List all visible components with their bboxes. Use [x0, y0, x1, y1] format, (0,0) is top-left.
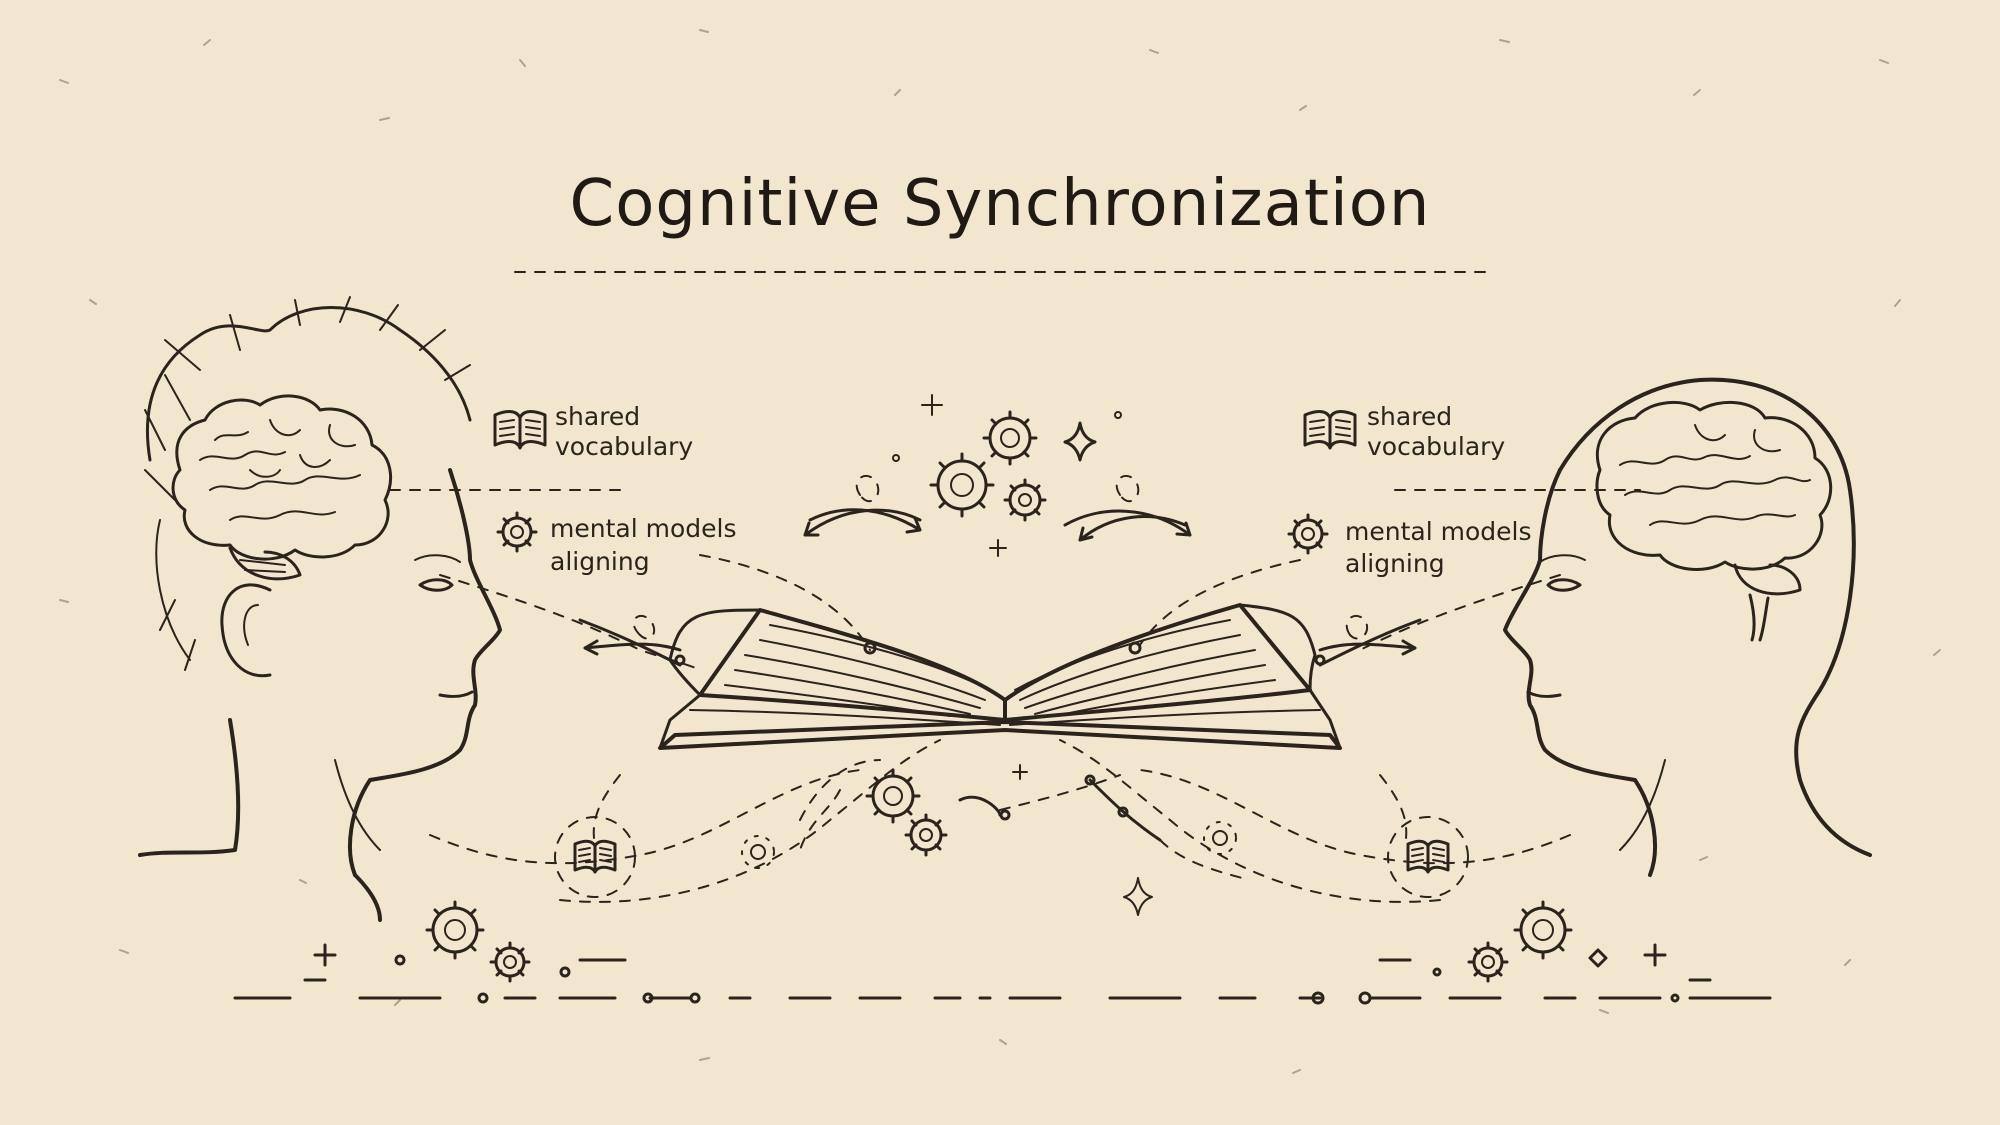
left-face-profile — [348, 468, 502, 877]
left-aligning-label: aligning — [550, 547, 650, 576]
left-hair — [145, 306, 472, 462]
left-eye — [418, 578, 454, 592]
right-eye — [1546, 578, 1582, 592]
flow-arrows — [578, 475, 1422, 667]
bottom-decor — [233, 943, 1772, 1005]
book-icon — [1303, 410, 1357, 450]
left-ear — [220, 583, 272, 678]
left-brain-icon — [171, 394, 393, 581]
paper-texture — [59, 29, 1941, 1074]
gear-icon — [929, 452, 995, 518]
left-model-connector — [699, 554, 871, 651]
gear-icon — [1287, 513, 1329, 555]
right-face-profile — [1503, 468, 1657, 877]
gear-icon — [865, 768, 921, 824]
book-icon — [573, 839, 617, 874]
gear-icon — [425, 900, 485, 960]
gear-icon — [1513, 900, 1573, 960]
book-icon — [1406, 839, 1450, 874]
left-shared-vocab: shared vocabulary — [493, 402, 693, 461]
gear-icon — [982, 410, 1038, 466]
left-vocabulary-label: vocabulary — [555, 432, 693, 461]
gear-icon — [904, 813, 948, 857]
gear-icon — [496, 511, 538, 553]
right-brain-icon — [1595, 400, 1833, 642]
gear-icon — [1003, 478, 1047, 522]
gear-cluster-bottom — [425, 768, 1573, 983]
left-mental-label: mental models — [550, 514, 736, 543]
right-shared-vocab: shared vocabulary — [1303, 402, 1505, 461]
left-mental-models: mental models aligning — [496, 511, 736, 576]
lower-flow-curves — [429, 739, 1571, 916]
right-mental-label: mental models — [1345, 517, 1531, 546]
right-aligning-label: aligning — [1345, 549, 1445, 578]
right-head — [1503, 377, 1872, 877]
right-head-outline — [1558, 377, 1872, 857]
left-head — [138, 296, 502, 922]
gear-icon — [1467, 941, 1509, 983]
right-vocabulary-label: vocabulary — [1367, 432, 1505, 461]
book-icon — [493, 410, 547, 450]
sparkle-icon — [1063, 421, 1097, 462]
page-title: Cognitive Synchronization — [570, 167, 1431, 241]
left-shared-label: shared — [555, 402, 640, 431]
lower-book-left — [554, 816, 636, 898]
gear-cluster-top — [892, 394, 1122, 557]
right-mental-models: mental models aligning — [1287, 513, 1531, 578]
lower-book-right — [1387, 816, 1469, 898]
right-model-connector — [1139, 559, 1301, 646]
open-book-icon — [658, 603, 1342, 750]
gear-icon — [489, 941, 531, 983]
right-shared-label: shared — [1367, 402, 1452, 431]
